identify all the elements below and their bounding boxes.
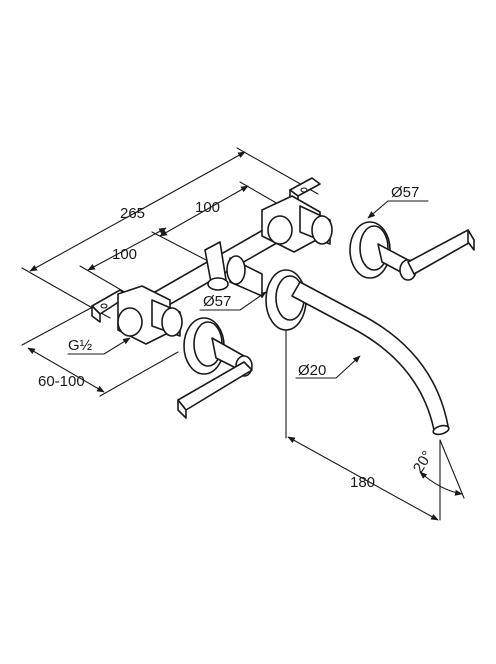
- lever-handle-right: [377, 229, 475, 281]
- valve-body-right: [261, 195, 333, 253]
- dimension-265: 265: [21, 147, 319, 319]
- angle-20-label: 20°: [410, 448, 436, 476]
- dimension-100-lower: 100: [79, 227, 167, 295]
- rosette-center-leader: Ø57: [199, 291, 267, 311]
- rosette-right-leader: Ø57: [367, 184, 429, 219]
- dimension-180-label: 180: [350, 474, 375, 491]
- spout-diameter-label: Ø20: [298, 362, 326, 379]
- valve-body-left: [117, 285, 183, 345]
- lever-handle-left: [177, 337, 253, 419]
- rosette-right-label: Ø57: [391, 184, 419, 201]
- rosette-center-label: Ø57: [203, 293, 231, 310]
- dimension-60-100-label: 60-100: [38, 373, 85, 390]
- thread-label: G½: [68, 337, 93, 354]
- dimension-265-label: 265: [120, 205, 145, 222]
- dimension-180: 180: [285, 329, 441, 521]
- rosette-left: [183, 317, 225, 375]
- spout: [291, 281, 450, 436]
- dimension-100-upper-label: 100: [195, 199, 220, 216]
- thread-leader: G½: [67, 337, 131, 355]
- dimension-100-lower-label: 100: [112, 246, 137, 263]
- angle-20: 20°: [410, 439, 465, 499]
- spout-stub: [226, 255, 263, 297]
- spout-diameter-leader: Ø20: [295, 355, 361, 379]
